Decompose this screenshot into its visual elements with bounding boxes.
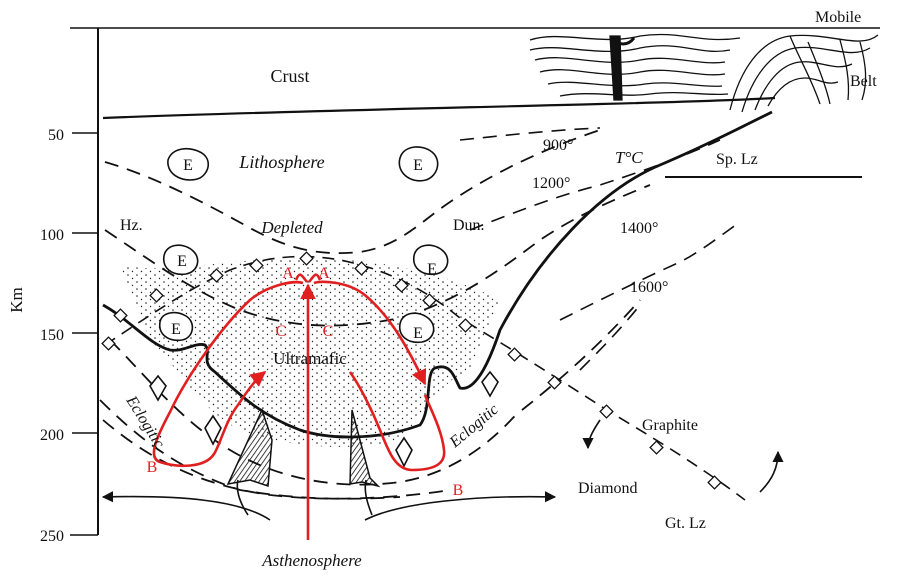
isotherms	[460, 128, 740, 370]
belt-label: Belt	[850, 73, 877, 90]
diamond-label: Diamond	[578, 480, 638, 497]
spinel-lherzolite-label: Sp. Lz	[716, 151, 758, 168]
depleted-label: Depleted	[260, 218, 323, 237]
lithosphere-label: Lithosphere	[238, 152, 324, 172]
eclogitic-left-label: Eclogitic	[122, 392, 168, 451]
eclogite-blob: E	[160, 313, 193, 341]
point-a-right: A	[318, 265, 330, 282]
point-c-right: C	[323, 323, 334, 340]
tick-label-150: 150	[40, 327, 64, 344]
harzburgite-label: Hz.	[120, 217, 143, 234]
eclogite-label: E	[183, 157, 193, 174]
ultramafic-label: Ultramafic	[273, 349, 347, 368]
eclogite-label: E	[413, 157, 423, 174]
eclogite-blob: E	[164, 245, 198, 274]
point-b-left: B	[147, 459, 158, 476]
crust-base-line	[103, 98, 775, 118]
isotherm-label-1400: 1400°	[620, 220, 658, 237]
eclogite-blob: E	[168, 149, 208, 180]
crust-label: Crust	[270, 66, 309, 86]
asthenosphere-label: Asthenosphere	[261, 551, 362, 570]
isotherm-label-1600: 1600°	[630, 279, 668, 296]
eclogite-label: E	[413, 325, 423, 342]
eclogite-label: E	[171, 321, 181, 338]
tick-label-100: 100	[40, 227, 64, 244]
axis-label-km: Km	[7, 287, 26, 313]
eclogite-blob: E	[399, 147, 437, 181]
tick-label-200: 200	[40, 427, 64, 444]
tick-label-50: 50	[48, 127, 64, 144]
temperature-labels: T°C 900° 1200° 1400° 1600°	[532, 137, 668, 296]
eclogitic-right-label: Eclogitic	[446, 401, 502, 452]
graphite-label: Graphite	[642, 417, 698, 434]
eclogite-blob: E	[400, 313, 434, 342]
tick-label-250: 250	[40, 528, 64, 545]
eclogite-label: E	[427, 261, 437, 278]
isotherm-label-1200: 1200°	[532, 175, 570, 192]
garnet-lherzolite-label: Gt. Lz	[665, 515, 706, 532]
dunite-label: Dun.	[453, 217, 485, 234]
point-c-left: C	[276, 323, 287, 340]
temperature-label: T°C	[615, 148, 643, 167]
eclogite-label: E	[177, 253, 187, 270]
point-a-left: A	[282, 265, 294, 282]
point-b-right: B	[453, 482, 464, 499]
isotherm-label-900: 900°	[543, 137, 573, 154]
mobile-label: Mobile	[815, 9, 861, 26]
